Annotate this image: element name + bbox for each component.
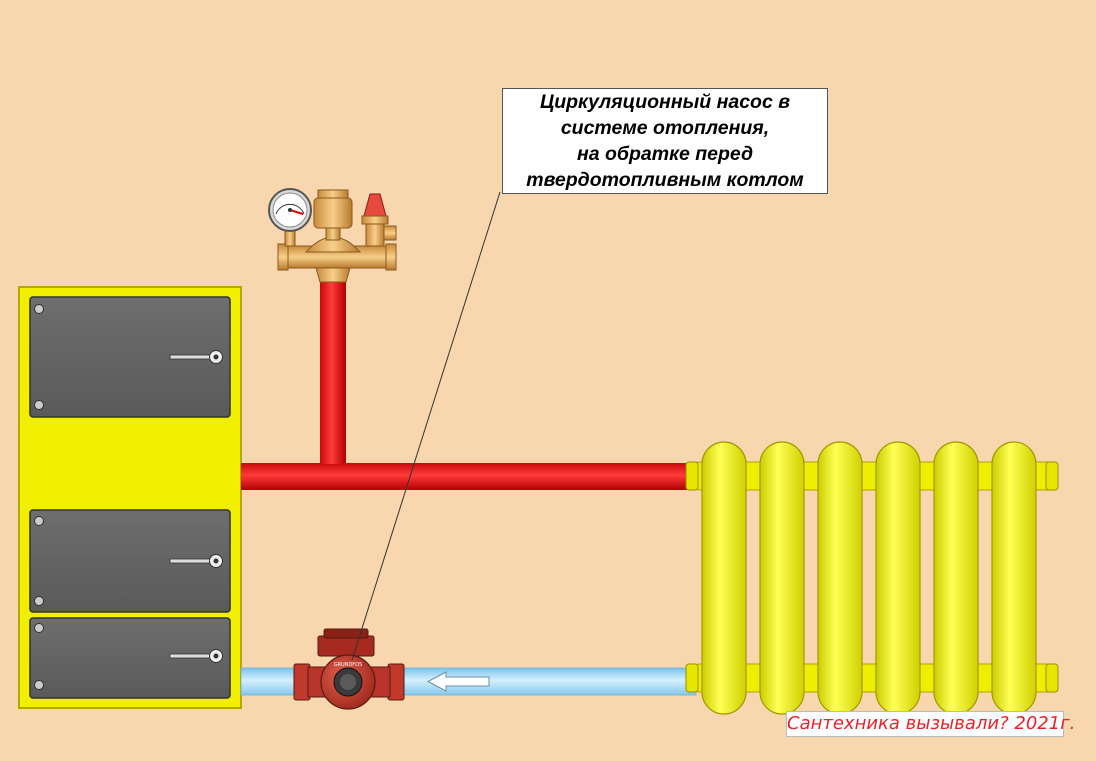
boiler-door-top — [29, 296, 231, 418]
pump-brand-label: GRUNDFOS — [334, 662, 363, 668]
radiator-section — [933, 441, 979, 715]
watermark: Сантехника вызывали? 2021г. — [786, 711, 1075, 737]
safety-group — [268, 188, 397, 283]
boiler-door-middle — [29, 509, 231, 613]
supply-pipe — [241, 278, 696, 490]
boiler-door-bottom — [29, 617, 231, 699]
safety-valve-icon — [361, 193, 397, 247]
pressure-gauge-icon — [268, 188, 312, 232]
callout-line: твердотопливным котлом — [526, 169, 804, 191]
callout-leader-line — [351, 191, 501, 661]
radiator-section — [991, 441, 1037, 715]
solid-fuel-boiler — [18, 286, 242, 709]
callout-line: на обратке перед — [576, 143, 754, 165]
callout-line: системе отопления, — [560, 117, 770, 139]
circulation-pump: GRUNDFOS — [293, 628, 405, 710]
callout-box: Циркуляционный насос в системе отопления… — [502, 88, 828, 194]
air-vent-icon — [313, 189, 353, 241]
radiator-section — [701, 441, 747, 715]
radiator — [685, 441, 1059, 715]
radiator-section — [817, 441, 863, 715]
flow-arrow-icon — [426, 671, 490, 692]
radiator-section — [875, 441, 921, 715]
callout-line: Циркуляционный насос в — [540, 91, 790, 113]
radiator-section — [759, 441, 805, 715]
